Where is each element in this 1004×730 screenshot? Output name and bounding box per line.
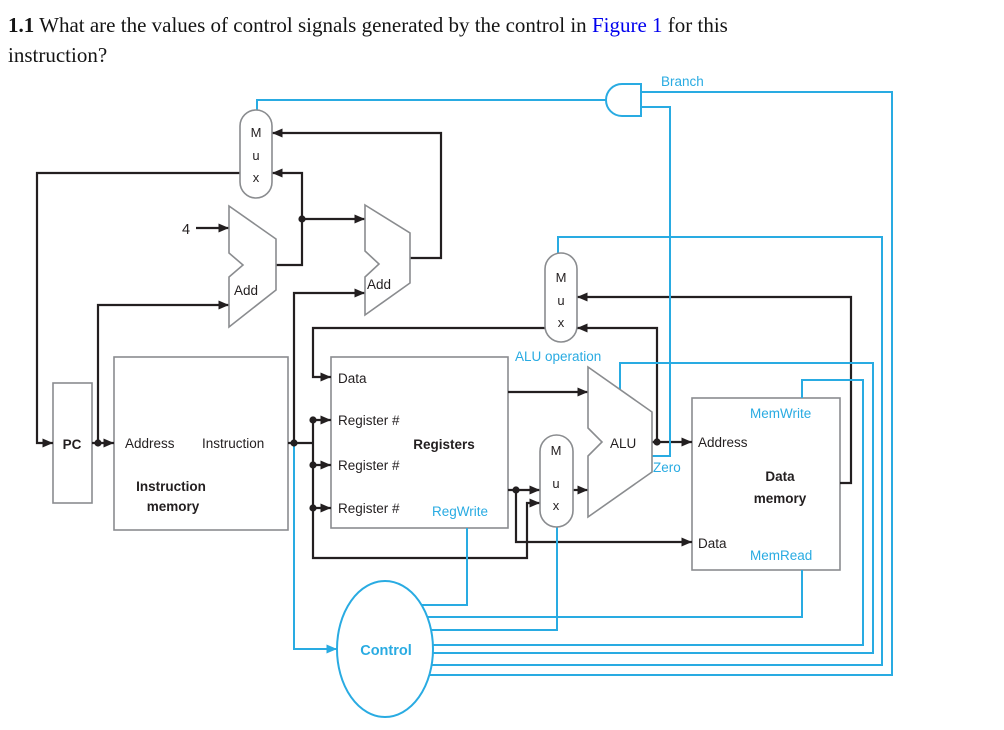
registers-port1-label: Register # xyxy=(338,413,400,428)
alusrc-mux-letter-u: u xyxy=(552,476,559,491)
registers-title: Registers xyxy=(413,437,475,452)
memread-label: MemRead xyxy=(750,548,812,563)
alu-unit xyxy=(587,365,653,519)
wire-pcsrc-mux-to-pc xyxy=(35,171,240,448)
alusrc-mux-letter-x: x xyxy=(553,498,560,513)
memtoreg-mux-text: M u x xyxy=(556,270,567,330)
junction-pc-out xyxy=(94,439,102,447)
pc-label: PC xyxy=(63,437,82,452)
alu-label: ALU xyxy=(610,436,636,451)
add2-label: Add xyxy=(367,277,391,292)
alusrc-mux xyxy=(539,434,574,528)
wire-and-to-pcsrc-mux xyxy=(256,99,606,110)
zero-label: Zero xyxy=(653,460,681,475)
pcsrc-mux xyxy=(239,109,273,199)
question-number: 1.1 xyxy=(8,13,35,37)
imem-address-label: Address xyxy=(125,436,175,451)
constant-four-label: 4 xyxy=(182,222,190,238)
question-body-before: What are the values of control signals g… xyxy=(34,13,592,37)
function-units xyxy=(228,109,653,528)
add2-adder xyxy=(364,203,411,317)
imem-instruction-label: Instruction xyxy=(202,436,264,451)
imem-title-2: memory xyxy=(147,499,200,514)
dmem-writedata-label: Data xyxy=(698,536,727,551)
add1-label: Add xyxy=(234,283,258,298)
wire-dmem-readdata-to-memtoreg-mux xyxy=(577,292,853,485)
data-memory-box xyxy=(691,397,841,571)
wire-aluresult-to-memtoreg-mux xyxy=(577,323,659,442)
wire-readdata2-to-dmem xyxy=(514,490,692,547)
wire-instr-to-alusrc-mux xyxy=(311,420,540,560)
question-line-2: instruction? xyxy=(8,43,108,67)
junction-aluresult xyxy=(653,438,661,446)
pcsrc-mux-letter-u: u xyxy=(252,148,259,163)
dmem-title-2: memory xyxy=(754,491,807,506)
memtoreg-mux-letter-x: x xyxy=(558,315,565,330)
wire-opcode-to-control xyxy=(293,445,337,654)
wire-memtoreg xyxy=(385,236,883,666)
wire-alusrc xyxy=(385,527,558,631)
wire-zero-to-and xyxy=(641,106,671,457)
pcsrc-mux-letter-x: x xyxy=(253,170,260,185)
memtoreg-mux-letter-m: M xyxy=(556,270,567,285)
control-label: Control xyxy=(360,643,412,659)
junction-instr-out xyxy=(290,439,298,447)
registers-port3-label: Register # xyxy=(338,501,400,516)
memtoreg-mux xyxy=(544,252,578,343)
junction-reg3 xyxy=(309,504,317,512)
junction-readdata2 xyxy=(512,486,520,494)
alusrc-mux-text: M u x xyxy=(551,443,562,513)
wire-branch xyxy=(385,91,893,676)
junction-dots xyxy=(94,215,661,512)
imem-title-1: Instruction xyxy=(136,479,206,494)
dmem-title-1: Data xyxy=(765,469,795,484)
add1-adder xyxy=(228,204,277,329)
memwrite-label: MemWrite xyxy=(750,406,811,421)
wire-pc-to-add1 xyxy=(96,300,229,443)
wire-alu-operation xyxy=(385,362,874,654)
wire-memtoreg-mux-to-writedata xyxy=(311,326,545,382)
question-text: 1.1 What are the values of control signa… xyxy=(8,10,968,70)
dmem-address-label: Address xyxy=(698,435,748,450)
control-wires-2 xyxy=(256,99,671,654)
question-line-1: 1.1 What are the values of control signa… xyxy=(8,10,968,40)
registers-box xyxy=(330,356,509,529)
junction-reg2 xyxy=(309,461,317,469)
junction-reg1 xyxy=(309,416,317,424)
registers-port2-label: Register # xyxy=(338,458,400,473)
wire-add2-to-pcsrc-mux xyxy=(272,128,443,260)
registers-writedata-label: Data xyxy=(338,371,367,386)
question-body-after: for this xyxy=(662,13,728,37)
figure-link[interactable]: Figure 1 xyxy=(591,13,663,37)
alu-operation-label: ALU operation xyxy=(515,349,601,364)
junction-pcplus4 xyxy=(298,215,306,223)
regwrite-label: RegWrite xyxy=(432,504,488,519)
alusrc-mux-letter-m: M xyxy=(551,443,562,458)
wire-memwrite xyxy=(385,379,864,646)
pcsrc-mux-letter-m: M xyxy=(251,125,262,140)
branch-label: Branch xyxy=(661,74,704,89)
wire-instr-to-add2 xyxy=(292,288,365,443)
branch-and-gate xyxy=(605,83,642,117)
pcsrc-mux-text: M u x xyxy=(251,125,262,185)
control-wires xyxy=(385,91,893,676)
wire-memread xyxy=(385,570,803,618)
memtoreg-mux-letter-u: u xyxy=(557,293,564,308)
